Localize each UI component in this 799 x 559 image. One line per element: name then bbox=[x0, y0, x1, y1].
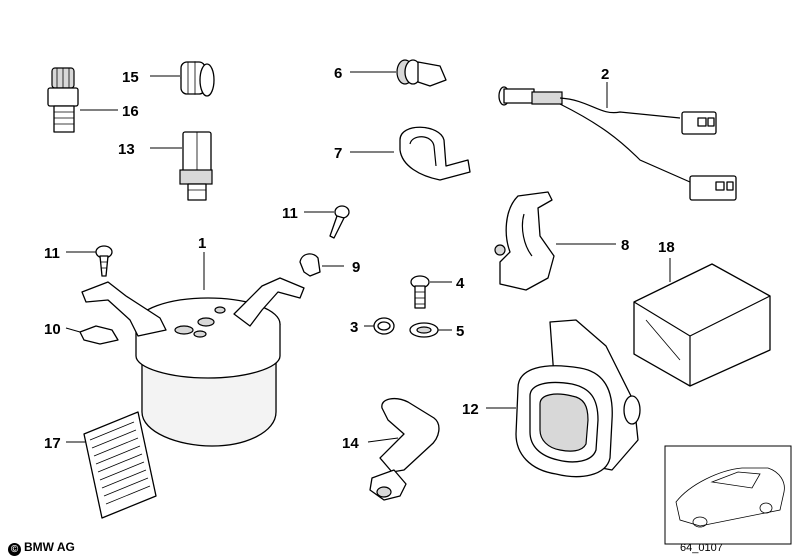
label-2: 2 bbox=[601, 66, 609, 83]
part-17-instruction-sheet[interactable] bbox=[83, 411, 157, 519]
part-16-valve[interactable] bbox=[47, 67, 79, 133]
part-2-wiring-harness[interactable] bbox=[498, 86, 737, 201]
label-7: 7 bbox=[334, 145, 342, 162]
label-5: 5 bbox=[456, 323, 464, 340]
leader-14 bbox=[367, 437, 399, 443]
part-9-clip[interactable] bbox=[299, 253, 321, 277]
part-13-pressure-switch[interactable] bbox=[179, 131, 213, 201]
label-8: 8 bbox=[621, 237, 629, 254]
part-18-box[interactable] bbox=[633, 263, 771, 387]
label-18: 18 bbox=[658, 239, 675, 256]
part-7-clamp[interactable] bbox=[399, 126, 471, 181]
label-17: 17 bbox=[44, 435, 61, 452]
diagram-code: 64_0107 bbox=[680, 542, 723, 554]
label-13: 13 bbox=[118, 141, 135, 158]
part-10-bracket[interactable] bbox=[79, 277, 305, 345]
label-11-upper: 11 bbox=[282, 205, 298, 222]
part-6-grommet[interactable] bbox=[396, 59, 447, 87]
part-14-hose[interactable] bbox=[369, 397, 440, 501]
copyright: ©BMW AG bbox=[8, 540, 75, 556]
part-4-bolt[interactable] bbox=[410, 275, 430, 309]
part-11-screw-left[interactable] bbox=[95, 245, 113, 277]
label-4: 4 bbox=[456, 275, 465, 292]
part-15-cap[interactable] bbox=[180, 61, 215, 97]
label-3: 3 bbox=[350, 319, 358, 336]
part-5-seal[interactable] bbox=[409, 322, 439, 338]
part-8-bracket[interactable] bbox=[494, 191, 555, 291]
label-12: 12 bbox=[462, 401, 479, 418]
label-1: 1 bbox=[198, 235, 206, 252]
label-10: 10 bbox=[44, 321, 61, 338]
part-11-screw-upper[interactable] bbox=[329, 205, 350, 239]
part-3-o-ring[interactable] bbox=[373, 317, 395, 335]
label-15: 15 bbox=[122, 69, 139, 86]
label-14: 14 bbox=[342, 435, 359, 452]
label-16: 16 bbox=[122, 103, 139, 120]
part-12-duct[interactable] bbox=[515, 319, 641, 478]
label-9: 9 bbox=[352, 259, 360, 276]
label-11-left: 11 bbox=[44, 245, 60, 262]
vehicle-thumbnail bbox=[664, 445, 792, 545]
label-6: 6 bbox=[334, 65, 342, 82]
leader-10 bbox=[65, 327, 81, 333]
copyright-text: BMW AG bbox=[24, 540, 75, 554]
copyright-icon: © bbox=[8, 543, 21, 556]
